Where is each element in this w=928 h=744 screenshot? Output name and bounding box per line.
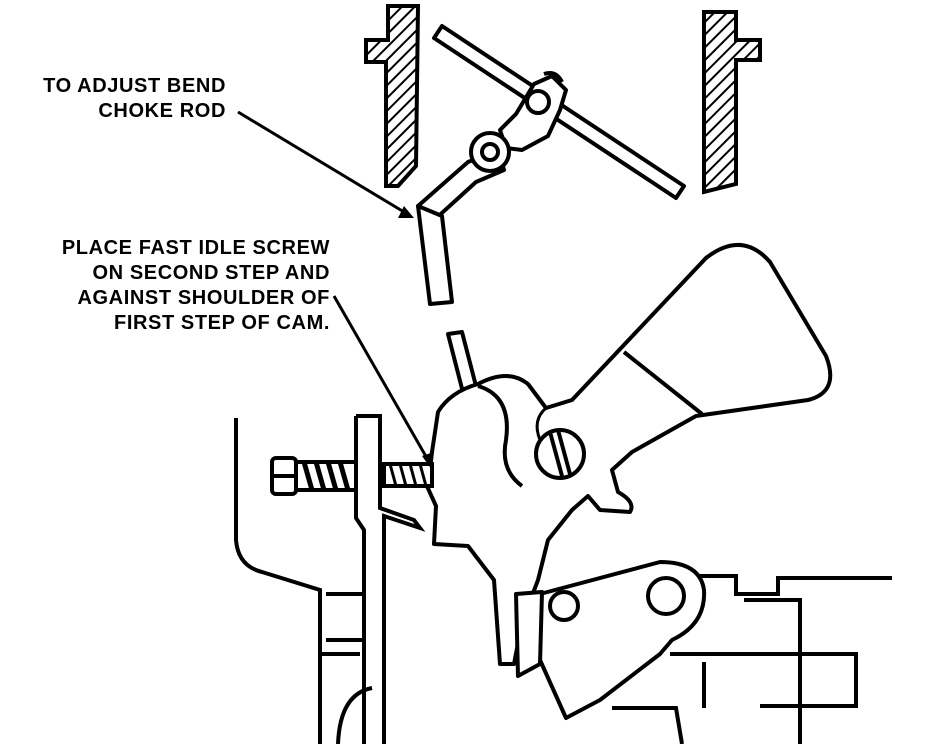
choke-lever [498, 71, 568, 152]
callout-fast-idle-line-4: FIRST STEP OF CAM. [114, 312, 330, 334]
callout-adjust-line-1: TO ADJUST BEND [43, 75, 226, 97]
callout-fast-idle-line-3: AGAINST SHOULDER OF [77, 287, 330, 309]
callout-adjust-choke-rod: TO ADJUST BEND CHOKE ROD [0, 74, 226, 124]
callout-adjust-line-2: CHOKE ROD [98, 100, 226, 122]
callout-fast-idle-line-1: PLACE FAST IDLE SCREW [61, 237, 330, 259]
air-horn-wall-right [702, 10, 762, 195]
cam-pivot-screw [534, 428, 586, 480]
callout-fast-idle-line-2: ON SECOND STEP AND [92, 262, 330, 284]
fast-idle-screw-bracket [354, 414, 426, 744]
leader-line-fast-idle-screw [332, 295, 434, 470]
throttle-body-base [612, 574, 892, 744]
fast-idle-screw [270, 456, 434, 496]
choke-rod-upper [416, 131, 511, 306]
air-horn-wall-left [364, 4, 421, 188]
fast-idle-cam [424, 242, 833, 666]
carburetor-body [234, 418, 373, 744]
leader-line-choke-rod [237, 110, 414, 218]
callout-fast-idle-screw: PLACE FAST IDLE SCREW ON SECOND STEP AND… [0, 236, 330, 336]
throttle-lever [514, 560, 707, 720]
